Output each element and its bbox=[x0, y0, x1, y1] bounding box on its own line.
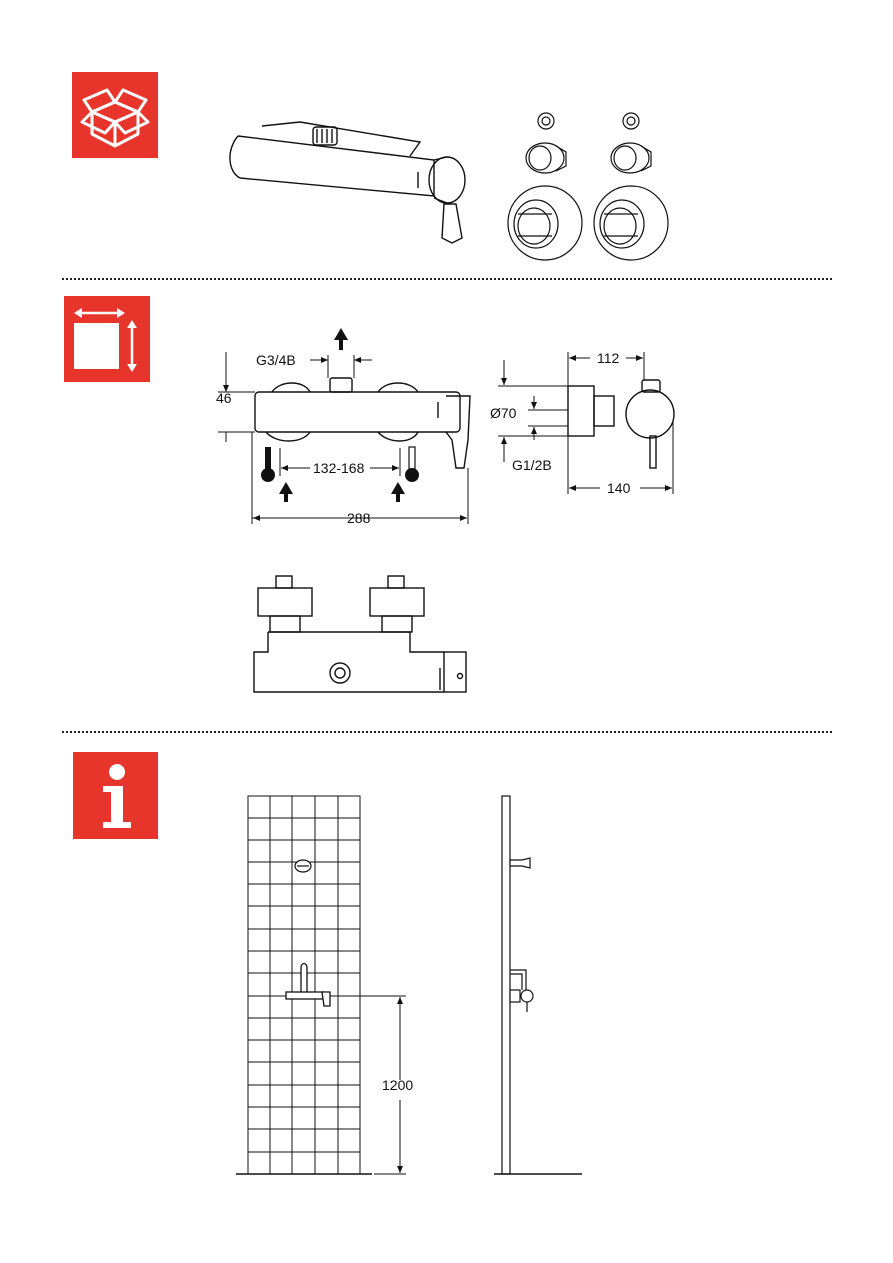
dim-thread-inlet: G1/2B bbox=[512, 457, 552, 473]
dim-inlet-spacing: 132-168 bbox=[313, 460, 365, 476]
dim-depth-top: 112 bbox=[597, 350, 620, 366]
dim-total-width: 288 bbox=[347, 510, 371, 526]
mixer-side-installed bbox=[510, 970, 533, 1012]
mixer-top-view bbox=[254, 576, 466, 692]
mounting-height-label: 1200 bbox=[382, 1077, 413, 1093]
eccentric-fitting-1 bbox=[526, 143, 566, 173]
mixer-3d-view bbox=[230, 122, 465, 243]
dim-depth-bottom: 140 bbox=[607, 480, 631, 496]
mixer-front-installed bbox=[286, 964, 330, 1007]
mixer-side-view bbox=[568, 380, 674, 468]
small-washer-1 bbox=[538, 113, 554, 129]
dim-diameter: Ø70 bbox=[490, 405, 517, 421]
small-washer-2 bbox=[623, 113, 639, 129]
hot-thermometer-icon bbox=[261, 447, 275, 482]
eccentric-fitting-2 bbox=[611, 143, 651, 173]
wall-side-view bbox=[494, 796, 582, 1174]
cold-thermometer-icon bbox=[405, 447, 419, 482]
shower-arm-side bbox=[510, 858, 530, 868]
rosette-1 bbox=[508, 186, 582, 260]
rosette-2 bbox=[594, 186, 668, 260]
shower-head-front bbox=[295, 860, 311, 872]
dim-thread-top: G3/4B bbox=[256, 352, 296, 368]
dim-height: 46 bbox=[216, 390, 232, 406]
mixer-front-view bbox=[255, 378, 470, 468]
